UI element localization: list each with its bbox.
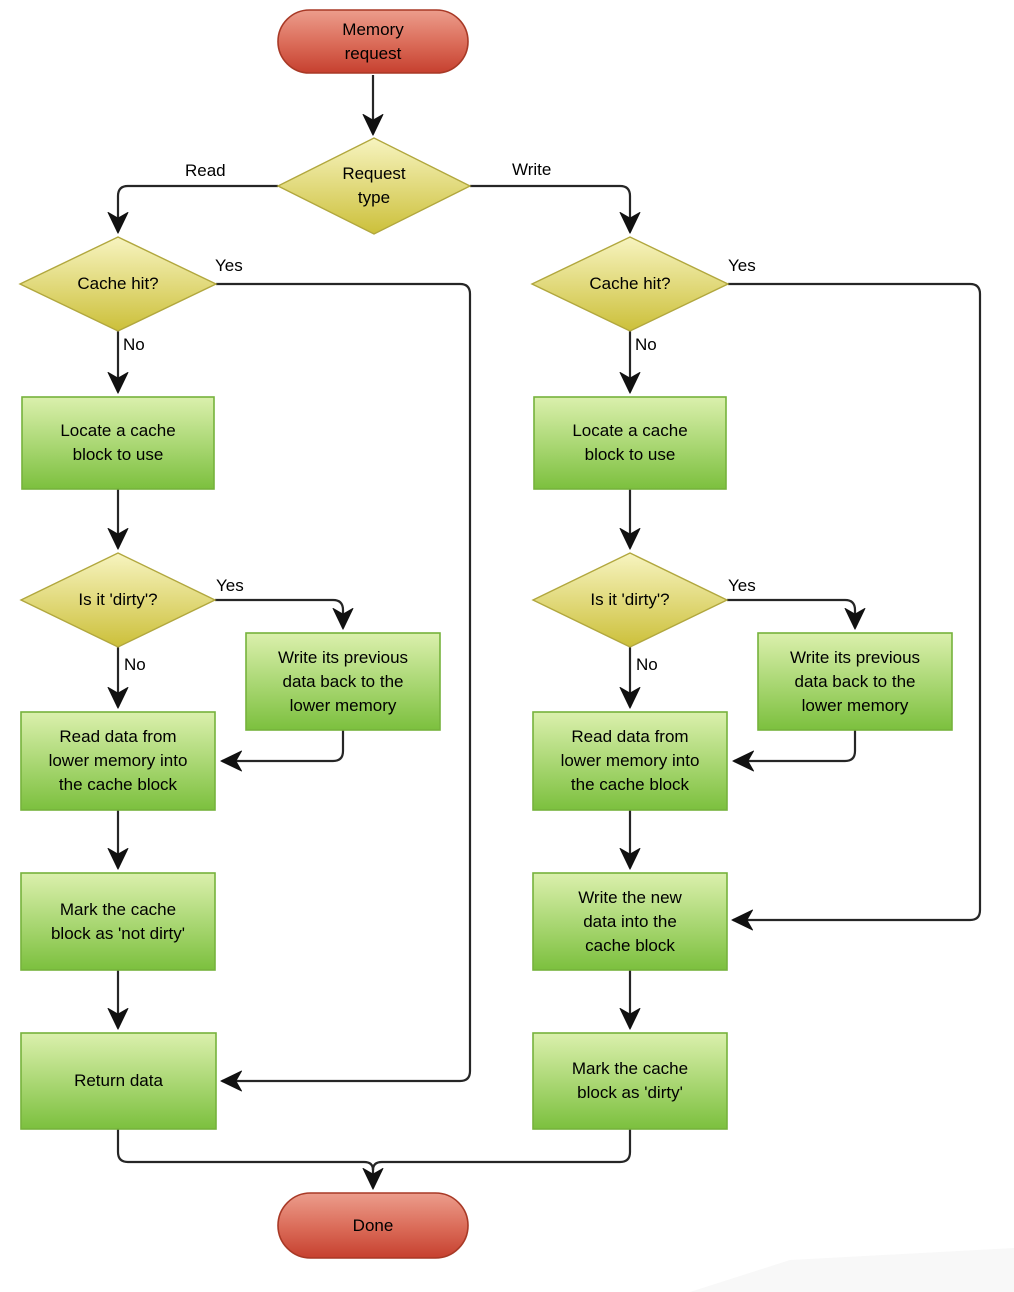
decision-shape-request-type (276, 137, 472, 235)
decision-shape-cache-hit-read (18, 236, 218, 332)
corner-shading (690, 1248, 1014, 1292)
process-shape-write-new-data (532, 872, 728, 971)
edge-request-type-read (107, 184, 278, 234)
edge-writeback-write-to-readlower (732, 730, 857, 772)
edge-request-type-write (470, 184, 641, 234)
process-shape-write-back-read (245, 632, 441, 731)
process-shape-return-data (20, 1032, 217, 1130)
edge-cache-hit-read-yes (216, 282, 472, 1092)
edge-return-to-done (116, 1129, 375, 1171)
decision-shape-is-dirty-read (19, 552, 217, 648)
edge-writeback-read-to-readlower (220, 730, 345, 772)
terminator-shape-done (277, 1192, 469, 1259)
edge-dirty-read-yes (215, 598, 354, 630)
process-shape-read-lower-write (532, 711, 728, 811)
edge-markdirty-to-done (371, 1129, 632, 1171)
process-shape-write-back-write (757, 632, 953, 731)
edge-dirty-write-yes (727, 598, 866, 630)
process-shape-locate-block-write (533, 396, 727, 490)
decision-shape-is-dirty-write (531, 552, 729, 648)
process-shape-mark-not-dirty (20, 872, 216, 971)
terminator-shape-memory-request (277, 9, 469, 74)
process-shape-read-lower-read (20, 711, 216, 811)
process-shape-locate-block-read (21, 396, 215, 490)
process-shape-mark-dirty (532, 1032, 728, 1130)
decision-shape-cache-hit-write (530, 236, 730, 332)
edge-cache-hit-write-yes (728, 282, 982, 931)
